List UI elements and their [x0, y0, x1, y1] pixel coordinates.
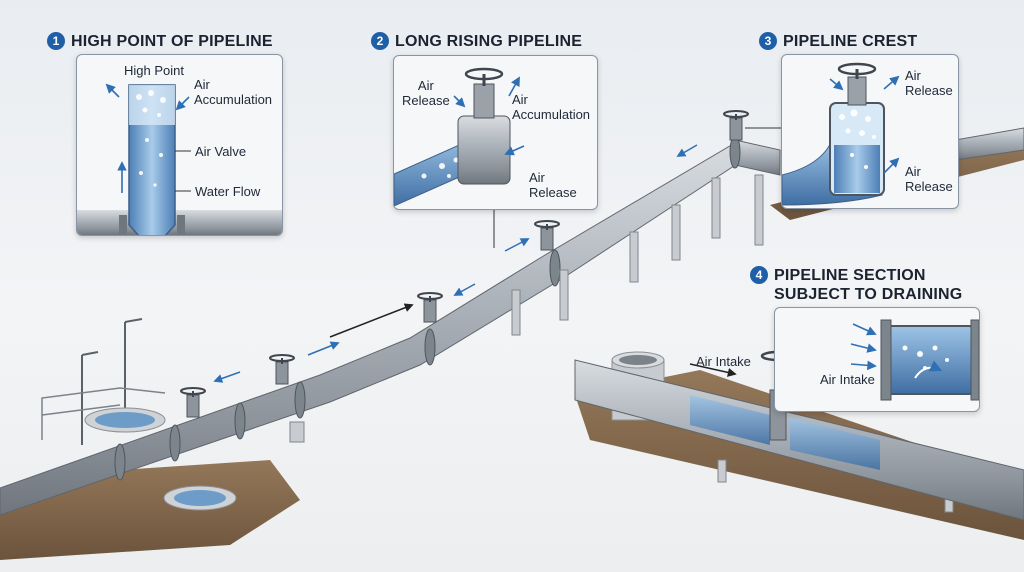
panel-long-rising: Air Release Air Accumulation Air Release [393, 55, 598, 210]
valve-4 [534, 220, 560, 251]
section-3-title: 3 PIPELINE CREST [759, 32, 917, 51]
section-2-badge: 2 [371, 32, 389, 50]
main-pipeline [0, 127, 1024, 516]
section-4-title-line-1: PIPELINE SECTION [774, 267, 926, 284]
panel-4-illustration [850, 319, 979, 401]
panel-high-point: High Point Air Accumulation Air Valve Wa… [76, 54, 283, 236]
panel-draining: Air Intake [774, 307, 980, 412]
section-4-title-line-2: SUBJECT TO DRAINING [774, 286, 963, 303]
label-air-intake-inside: Air Intake [820, 372, 875, 387]
label-air-release-2b-line-1: Air [529, 170, 545, 185]
label-air-intake-outside: Air Intake [696, 354, 751, 369]
section-2-title: 2 LONG RISING PIPELINE [371, 32, 582, 51]
draining-pipe [574, 350, 1024, 521]
label-air-accumulation-2-line-2: Accumulation [512, 107, 591, 122]
label-air-release-2a-line-2: Release [402, 93, 450, 108]
panel-3-illustration [782, 62, 900, 206]
label-high-point: High Point [124, 63, 184, 78]
pipe-flanges [114, 135, 741, 481]
railing [41, 387, 166, 440]
label-air-release-2a-line-1: Air [417, 78, 434, 93]
panel-2-illustration [394, 67, 525, 207]
label-air-release-3b-line-1: Air [905, 164, 921, 179]
section-1-title: 1 HIGH POINT OF PIPELINE [47, 32, 273, 51]
section-3-title-text: PIPELINE CREST [783, 33, 918, 50]
label-air-release-2b: Air Release [529, 170, 577, 200]
label-water-flow: Water Flow [195, 184, 261, 199]
label-air-release-3b: Air Release [905, 164, 953, 194]
valve-3 [417, 292, 443, 323]
leader-lines [493, 127, 785, 248]
label-air-release-3b-line-2: Release [905, 179, 953, 194]
flow-arrows [213, 144, 737, 383]
section-3-badge: 3 [759, 32, 777, 50]
valve-5 [723, 110, 749, 141]
label-air-valve: Air Valve [195, 144, 247, 159]
section-1-title-text: HIGH POINT OF PIPELINE [71, 33, 273, 50]
section-4-badge: 4 [750, 266, 768, 284]
label-air-accumulation-1-line-1: Air [194, 77, 210, 92]
label-air-accumulation-2: Air Accumulation [512, 92, 590, 122]
label-air-release-2b-line-2: Release [529, 185, 577, 200]
label-air-accumulation-1-line-2: Accumulation [194, 92, 273, 107]
chamber-left [84, 407, 237, 511]
label-air-release-3a-line-1: Air [905, 68, 921, 83]
section-4-title: 4 PIPELINE SECTION SUBJECT TO DRAINING [750, 266, 962, 304]
pipe-supports [289, 174, 954, 513]
section-1-badge: 1 [47, 32, 65, 50]
label-air-accumulation-1: Air Accumulation [194, 77, 272, 107]
valve-1 [180, 387, 206, 418]
panel-1-illustration [77, 83, 282, 235]
label-air-release-3a-line-2: Release [905, 83, 953, 98]
label-air-release-3a: Air Release [905, 68, 953, 98]
label-air-release-2a: Air Release [402, 78, 450, 108]
panel-pipeline-crest: Air Release Air Release [781, 54, 959, 209]
label-air-accumulation-2-line-1: Air [512, 92, 528, 107]
valve-2 [269, 354, 295, 385]
section-2-title-text: LONG RISING PIPELINE [395, 33, 583, 50]
